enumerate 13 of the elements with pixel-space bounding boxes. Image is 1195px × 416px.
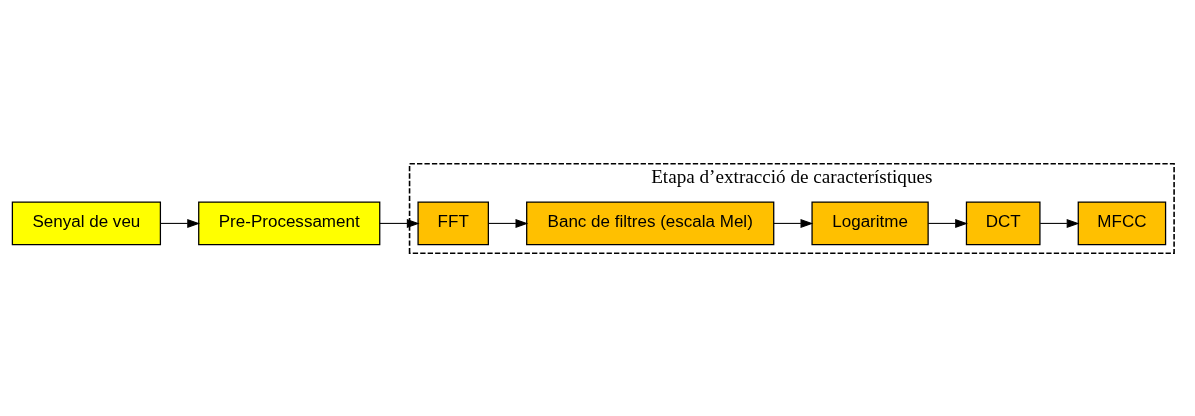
node-box: MFCC: [1077, 200, 1167, 245]
arrow: [159, 218, 201, 228]
arrow: [927, 218, 968, 228]
arrow: [488, 218, 529, 228]
node-box: Banc de filtres (escala Mel): [526, 200, 775, 245]
arrow: [379, 218, 420, 228]
node-box: Pre-Processament: [198, 200, 381, 245]
node-box: DCT: [965, 200, 1041, 245]
arrow: [1039, 218, 1080, 228]
node-box: Logaritme: [811, 200, 929, 245]
node-box: Senyal de veu: [11, 200, 162, 245]
node-box: FFT: [417, 200, 489, 245]
arrow: [773, 218, 814, 228]
